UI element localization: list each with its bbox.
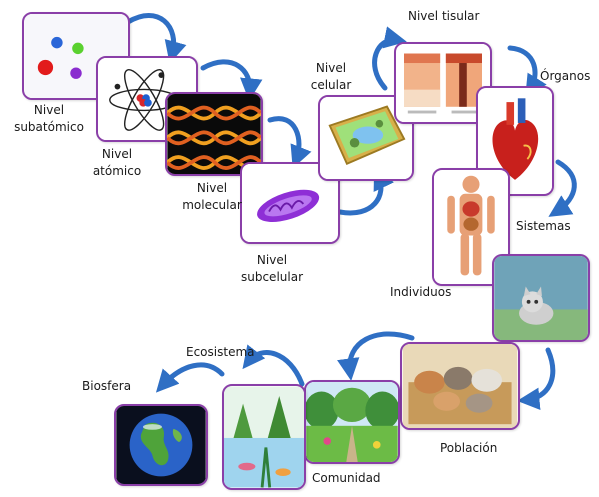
arrow-individuos-poblacion (526, 350, 553, 400)
label-subcelular: Nivel subcelular (236, 252, 308, 286)
arrow-comunidad-ecosistema (248, 353, 302, 384)
label-celular: Nivel celular (306, 60, 356, 94)
card-comunidad (304, 380, 400, 464)
arrow-atomico-molecular (203, 62, 250, 92)
earth-globe-icon (116, 406, 206, 484)
label-ecosistema: Ecosistema (186, 344, 255, 361)
label-subatomico: Nivel subatómico (4, 102, 94, 136)
label-biosfera: Biosfera (82, 378, 131, 395)
arrow-organos-sistemas (556, 162, 574, 212)
label-molecular: Nivel molecular (176, 180, 248, 214)
arrow-tisular-organos (510, 48, 535, 90)
card-ecosistema (222, 384, 306, 490)
arrow-subatomico-atomico (128, 15, 174, 55)
label-individuos: Individuos (390, 284, 451, 301)
label-atomico: Nivel atómico (86, 146, 148, 180)
card-poblacion (400, 342, 520, 430)
kitten-icon (494, 256, 588, 340)
arrow-molecular-subcelular (270, 119, 299, 160)
cats-population-icon (402, 344, 518, 428)
forest-community-icon (306, 382, 398, 462)
label-comunidad: Comunidad (312, 470, 381, 487)
label-tisular: Nivel tisular (408, 8, 479, 25)
label-organos: Órganos (540, 68, 590, 85)
aquatic-ecosystem-icon (224, 386, 304, 488)
label-sistemas: Sistemas (516, 218, 571, 235)
arrow-ecosistema-biosfera (162, 365, 222, 386)
card-biosfera (114, 404, 208, 486)
label-poblacion: Población (440, 440, 497, 457)
card-individuos (492, 254, 590, 342)
